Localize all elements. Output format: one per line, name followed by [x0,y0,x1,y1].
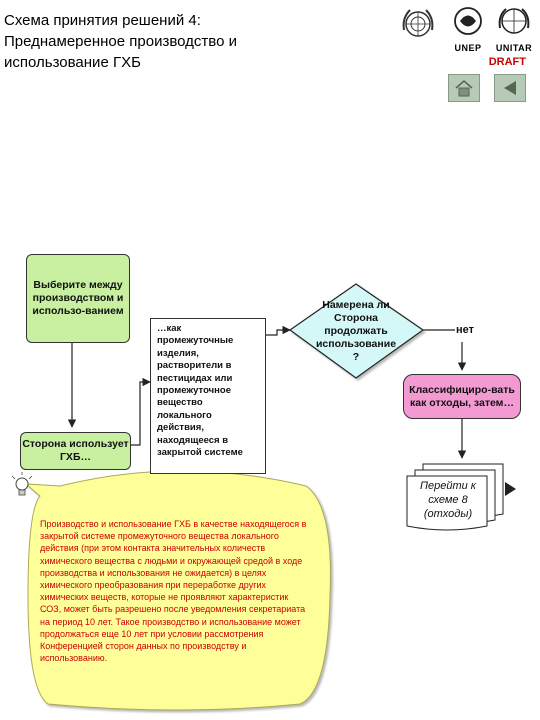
choose-box[interactable]: Выберите между производством и использо-… [26,254,130,343]
un-logo [398,4,438,48]
note-bubble [24,470,331,711]
note-text: Производство и использование ГХБ в качес… [40,519,307,664]
no-label: нет [456,324,475,336]
unitar-logo: UNITAR [494,4,534,53]
arrow-closed-to-decision [265,325,291,336]
choose-box-text: Выберите между производством и использо-… [32,279,124,317]
un-emblem-icon [402,9,434,37]
closed-system-text: …как промежуточные изделия, растворители… [157,323,243,459]
lightbulb-icon [11,472,33,496]
unep-logo: UNEP [450,4,486,53]
goto-scheme8-text[interactable]: Перейти к схеме 8 (отходы) [420,480,476,520]
unitar-emblem-icon [498,8,530,34]
unitar-label: UNITAR [495,43,533,53]
party-uses-text: Сторона использует ГХБ… [22,438,129,463]
unep-emblem-icon [454,7,482,35]
party-uses-box[interactable]: Сторона использует ГХБ… [20,432,131,470]
house-icon [455,80,473,97]
decision-text: Намерена ли Сторона продолжать использов… [315,298,397,363]
arrow-party-to-closed [131,377,151,446]
back-button[interactable] [494,74,526,102]
goto-scheme8-stack[interactable] [406,463,516,531]
closed-system-box: …как промежуточные изделия, растворители… [150,318,266,474]
draft-label: DRAFT [488,56,526,68]
page-title: Схема принятия решений 4: Преднамеренное… [4,12,237,71]
back-triangle-icon [504,81,516,95]
classify-box[interactable]: Классифициро-вать как отходы, затем… [403,374,521,419]
classify-text: Классифициро-вать как отходы, затем… [409,383,515,409]
decision-diamond [288,283,425,379]
unep-label: UNEP [454,43,482,53]
home-button[interactable] [448,74,480,102]
